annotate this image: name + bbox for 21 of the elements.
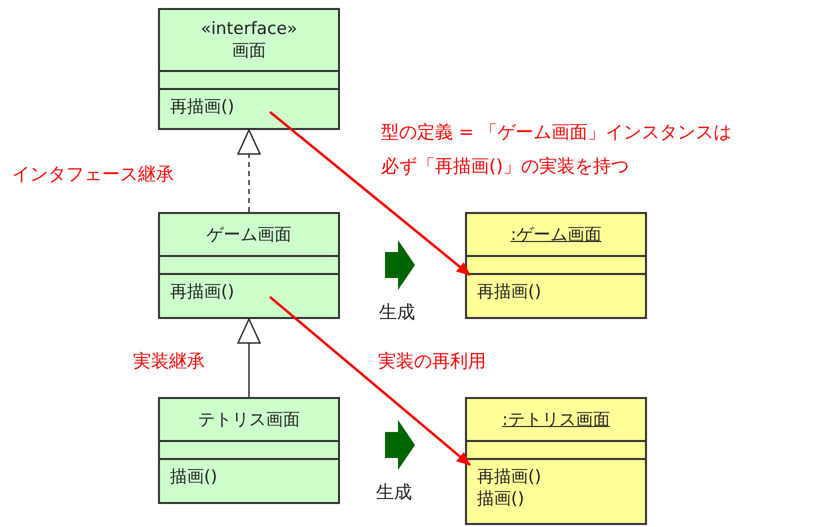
inheritance-arrow (237, 129, 261, 212)
stereotype-label: «interface» (200, 18, 298, 40)
method-name: 再描画() (170, 96, 234, 118)
method-name: 再描画() (477, 281, 542, 303)
inheritance-arrow (237, 318, 261, 397)
object-box (465, 397, 647, 525)
class-name: 画面 (232, 40, 266, 62)
class-box (158, 8, 340, 130)
class-name: テトリス画面 (198, 408, 300, 430)
method-name: 描画() (170, 466, 218, 488)
leader-arrow (269, 296, 471, 466)
object-name: :ゲーム画面 (510, 224, 602, 246)
leader-arrow (269, 110, 471, 276)
method-name: 再描画() (477, 466, 542, 488)
class-name: ゲーム画面 (206, 224, 292, 246)
class-box (158, 397, 340, 504)
object-name: :テトリス画面 (502, 408, 610, 430)
method-name: 描画() (477, 488, 524, 510)
class-box (158, 212, 340, 319)
object-box (465, 212, 647, 319)
method-name: 再描画() (170, 281, 234, 303)
